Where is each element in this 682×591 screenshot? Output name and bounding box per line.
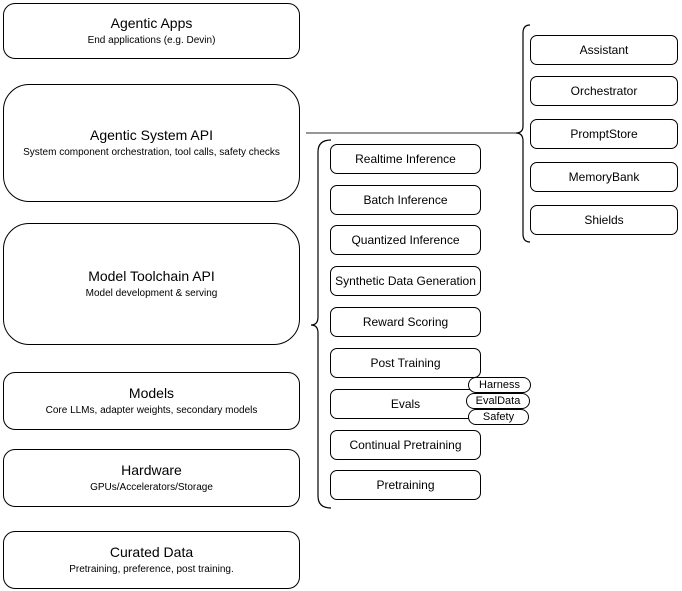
system-component-memorybank: MemoryBank <box>530 162 678 192</box>
toolchain-item-post-training: Post Training <box>330 348 481 378</box>
toolchain-item-evals: Evals <box>330 389 481 419</box>
box-subtitle: End applications (e.g. Devin) <box>87 35 216 46</box>
toolchain-item-continual-pretraining: Continual Pretraining <box>330 430 481 460</box>
box-title: Models <box>128 385 175 401</box>
toolchain-item-reward-scoring: Reward Scoring <box>330 307 481 337</box>
system-component-orchestrator: Orchestrator <box>530 76 678 106</box>
toolchain-curly-brace <box>310 139 332 509</box>
toolchain-item-batch-inference: Batch Inference <box>330 185 481 215</box>
stack-box-hardware: Hardware GPUs/Accelerators/Storage <box>3 449 300 507</box>
system-component-promptstore: PromptStore <box>530 119 678 149</box>
toolchain-item-pretraining: Pretraining <box>330 470 481 500</box>
box-title: Hardware <box>121 462 182 478</box>
box-title: Model Toolchain API <box>88 268 215 284</box>
eval-tag-safety: Safety <box>468 409 529 425</box>
stack-box-agentic-apps: Agentic Apps End applications (e.g. Devi… <box>3 3 300 59</box>
box-title: Agentic System API <box>90 127 213 143</box>
stack-box-curated-data: Curated Data Pretraining, preference, po… <box>3 531 300 589</box>
box-subtitle: Core LLMs, adapter weights, secondary mo… <box>45 405 258 416</box>
system-component-shields: Shields <box>530 205 678 235</box>
box-subtitle: System component orchestration, tool cal… <box>23 147 280 158</box>
toolchain-item-synthetic-data-generation: Synthetic Data Generation <box>330 266 481 296</box>
eval-tag-evaldata: EvalData <box>466 393 530 409</box>
stack-box-agentic-system-api: Agentic System API System component orch… <box>3 84 300 202</box>
box-subtitle: Model development & serving <box>85 288 218 299</box>
box-subtitle: GPUs/Accelerators/Storage <box>90 482 213 493</box>
toolchain-item-quantized-inference: Quantized Inference <box>330 225 481 255</box>
eval-tag-harness: Harness <box>468 377 531 393</box>
toolchain-item-realtime-inference: Realtime Inference <box>330 144 481 174</box>
system-components-curly-brace <box>515 24 531 243</box>
system-component-assistant: Assistant <box>530 35 678 65</box>
box-title: Agentic Apps <box>110 15 193 31</box>
box-subtitle: Pretraining, preference, post training. <box>69 564 234 575</box>
stack-box-model-toolchain-api: Model Toolchain API Model development & … <box>3 223 300 345</box>
box-title: Curated Data <box>109 544 194 560</box>
stack-box-models: Models Core LLMs, adapter weights, secon… <box>3 372 300 430</box>
